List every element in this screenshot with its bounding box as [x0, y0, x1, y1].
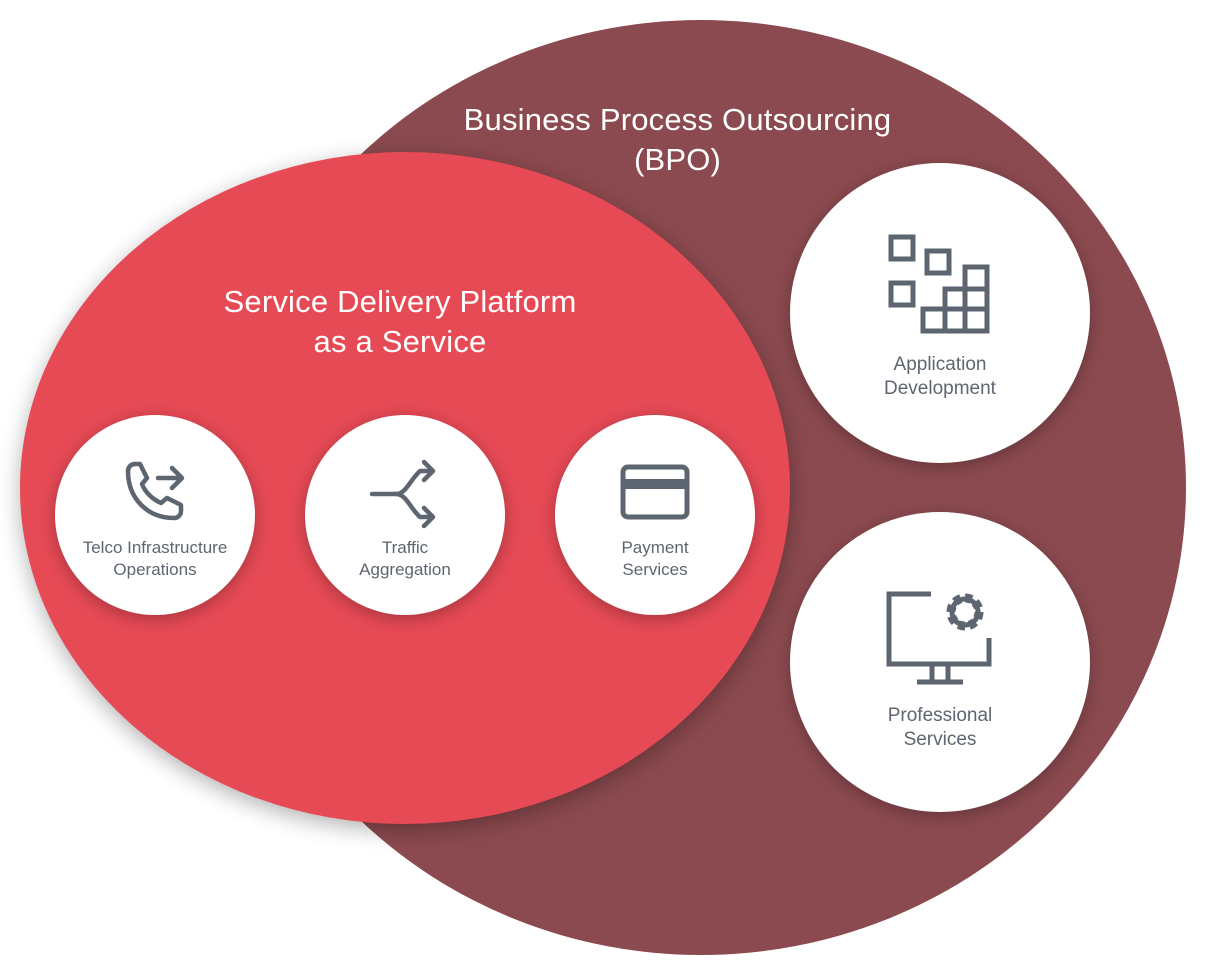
node-professional-services: Professional Services	[790, 512, 1090, 812]
phone-forward-icon	[125, 461, 185, 521]
node-traffic-label-line-2: Aggregation	[359, 560, 451, 579]
node-appdev-label-line-2: Development	[884, 378, 996, 399]
node-application-development: Application Development	[790, 163, 1090, 463]
node-telco-label: Telco Infrastructure Operations	[83, 537, 228, 581]
node-telco-label-line-2: Operations	[113, 560, 197, 579]
node-professional-label-line-1: Professional	[887, 705, 993, 726]
node-traffic-aggregation: Traffic Aggregation	[305, 415, 505, 615]
node-payment-label-line-1: Payment	[621, 538, 689, 557]
node-payment-services: Payment Services	[555, 415, 755, 615]
node-payment-label-line-2: Services	[622, 560, 688, 579]
sdp-title-line-2: as a Service	[313, 324, 487, 359]
node-payment-label: Payment Services	[621, 537, 688, 581]
node-professional-label: Professional Services	[888, 704, 993, 752]
sdp-title-line-1: Service Delivery Platform	[223, 284, 577, 319]
node-traffic-label: Traffic Aggregation	[359, 537, 451, 581]
node-appdev-label: Application Development	[884, 353, 996, 401]
merge-split-arrows-icon	[369, 459, 436, 529]
bpo-title-line-1: Business Process Outsourcing	[463, 102, 892, 137]
node-appdev-label-line-1: Application	[893, 354, 987, 375]
node-professional-label-line-2: Services	[903, 729, 977, 750]
bpo-title-line-2: (BPO)	[633, 142, 722, 177]
app-grid-blocks-icon	[888, 234, 990, 334]
sdp-group-title: Service Delivery Platform as a Service	[150, 282, 650, 362]
monitor-gear-icon	[886, 591, 992, 685]
bpo-group-title: Business Process Outsourcing (BPO)	[420, 100, 935, 180]
node-telco-infrastructure-operations: Telco Infrastructure Operations	[55, 415, 255, 615]
credit-card-icon	[620, 464, 690, 520]
node-telco-label-line-1: Telco Infrastructure	[82, 538, 228, 557]
node-traffic-label-line-1: Traffic	[381, 538, 429, 557]
